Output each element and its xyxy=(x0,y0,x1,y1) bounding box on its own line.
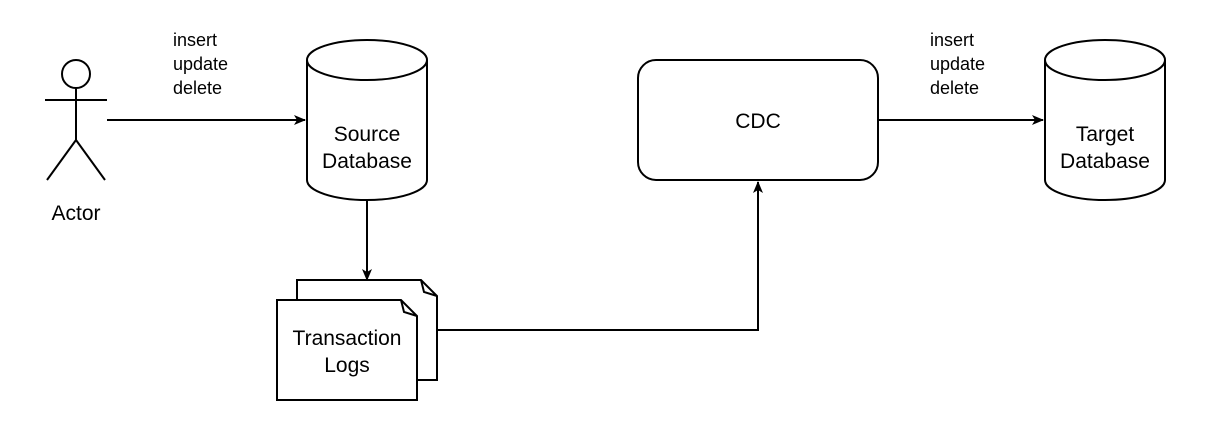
stick-figure-icon xyxy=(45,59,107,181)
actor-node: Actor xyxy=(45,59,107,225)
edge-label-update: update xyxy=(173,54,228,74)
transaction-logs-node: Transaction Logs xyxy=(276,279,438,401)
transaction-logs-label-line1: Transaction xyxy=(293,327,402,350)
cdc-node: CDC xyxy=(637,59,879,181)
transaction-logs-label-line2: Logs xyxy=(324,354,370,377)
cdc-label: CDC xyxy=(735,110,781,133)
edge-label-update: update xyxy=(930,54,985,74)
edge-logs-to-cdc xyxy=(437,181,763,331)
target-database-label-line1: Target xyxy=(1076,123,1135,146)
edge-cdc-to-target: insert update delete xyxy=(878,30,1044,125)
edge-label-insert: insert xyxy=(930,30,974,50)
target-database-label-line2: Database xyxy=(1060,150,1150,173)
edge-label-insert: insert xyxy=(173,30,217,50)
actor-label: Actor xyxy=(51,202,100,225)
source-database-label-line1: Source xyxy=(334,123,401,146)
source-database-node: Source Database xyxy=(306,39,428,201)
source-database-label-line2: Database xyxy=(322,150,412,173)
target-database-node: Target Database xyxy=(1044,39,1166,201)
edge-label-delete: delete xyxy=(930,78,979,98)
edge-actor-to-source: insert update delete xyxy=(107,30,306,125)
edge-label-delete: delete xyxy=(173,78,222,98)
